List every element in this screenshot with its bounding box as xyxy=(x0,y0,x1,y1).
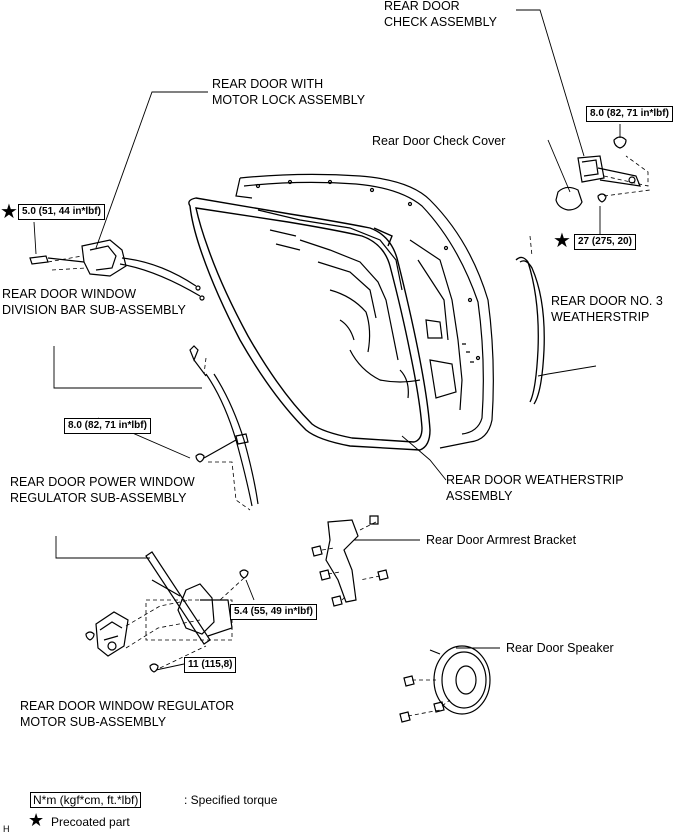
torque-lock: 5.0 (51, 44 in*lbf) xyxy=(18,204,105,220)
label-regulator-line2: REGULATOR SUB-ASSEMBLY xyxy=(10,491,187,505)
armrest-bracket xyxy=(311,515,389,607)
rear-door-panel xyxy=(235,173,494,449)
label-weatherstrip-no3-line2: WEATHERSTRIP xyxy=(551,310,650,324)
label-regulator: REAR DOOR POWER WINDOW REGULATOR SUB-ASS… xyxy=(10,474,195,506)
label-check-assembly: REAR DOOR CHECK ASSEMBLY xyxy=(384,0,497,30)
torque-check-bolt: 27 (275, 20) xyxy=(574,234,636,250)
precoated-star-icon: ★ xyxy=(553,228,571,252)
label-speaker: Rear Door Speaker xyxy=(506,641,614,655)
label-motor-lock-line1: REAR DOOR WITH xyxy=(212,77,324,91)
door-check-assembly xyxy=(555,136,641,211)
label-weatherstrip-line2: ASSEMBLY xyxy=(446,489,513,503)
label-motor-lock-line2: MOTOR LOCK ASSEMBLY xyxy=(212,93,366,107)
label-division-bar: REAR DOOR WINDOW DIVISION BAR SUB-ASSEMB… xyxy=(2,286,186,318)
corner-mark: H xyxy=(3,824,10,834)
torque-regulator: 5.4 (55, 49 in*lbf) xyxy=(230,604,317,620)
label-armrest-bracket: Rear Door Armrest Bracket xyxy=(426,533,577,547)
label-weatherstrip-no3-line1: REAR DOOR NO. 3 xyxy=(551,294,663,308)
label-weatherstrip-no3: REAR DOOR NO. 3 WEATHERSTRIP xyxy=(551,293,663,325)
torque-motor: 11 (115,8) xyxy=(184,657,237,673)
label-regulator-motor-line1: REAR DOOR WINDOW REGULATOR xyxy=(20,699,235,713)
label-regulator-motor: REAR DOOR WINDOW REGULATOR MOTOR SUB-ASS… xyxy=(20,698,234,730)
label-regulator-line1: REAR DOOR POWER WINDOW xyxy=(10,475,195,489)
division-bar xyxy=(189,345,259,507)
label-check-assembly-line2: CHECK ASSEMBLY xyxy=(384,15,498,29)
window-regulator xyxy=(145,551,249,645)
weatherstrip-assembly xyxy=(188,197,431,451)
precoated-star-icon: ★ xyxy=(0,199,18,223)
label-division-bar-line2: DIVISION BAR SUB-ASSEMBLY xyxy=(2,303,186,317)
label-weatherstrip: REAR DOOR WEATHERSTRIP ASSEMBLY xyxy=(446,472,624,504)
label-regulator-motor-line2: MOTOR SUB-ASSEMBLY xyxy=(20,715,167,729)
label-division-bar-line1: REAR DOOR WINDOW xyxy=(2,287,137,301)
motor-lock-assembly xyxy=(29,239,205,301)
torque-check: 8.0 (82, 71 in*lbf) xyxy=(586,106,673,122)
label-check-assembly-line1: REAR DOOR xyxy=(384,0,460,13)
leader-lines xyxy=(33,9,621,671)
dashed-guides xyxy=(47,155,651,717)
regulator-motor xyxy=(85,611,159,673)
label-check-cover: Rear Door Check Cover xyxy=(372,134,506,148)
legend-star-text: Precoated part xyxy=(51,815,130,829)
legend-unit-text: : Specified torque xyxy=(184,793,278,807)
label-motor-lock: REAR DOOR WITH MOTOR LOCK ASSEMBLY xyxy=(212,76,365,108)
weatherstrip-no3 xyxy=(515,256,545,405)
legend-star-icon: ★ xyxy=(28,810,45,831)
label-weatherstrip-line1: REAR DOOR WEATHERSTRIP xyxy=(446,473,624,487)
legend-unit-box: N*m (kgf*cm, ft.*lbf) xyxy=(30,792,142,808)
speaker xyxy=(399,645,491,723)
torque-division: 8.0 (82, 71 in*lbf) xyxy=(64,418,151,434)
